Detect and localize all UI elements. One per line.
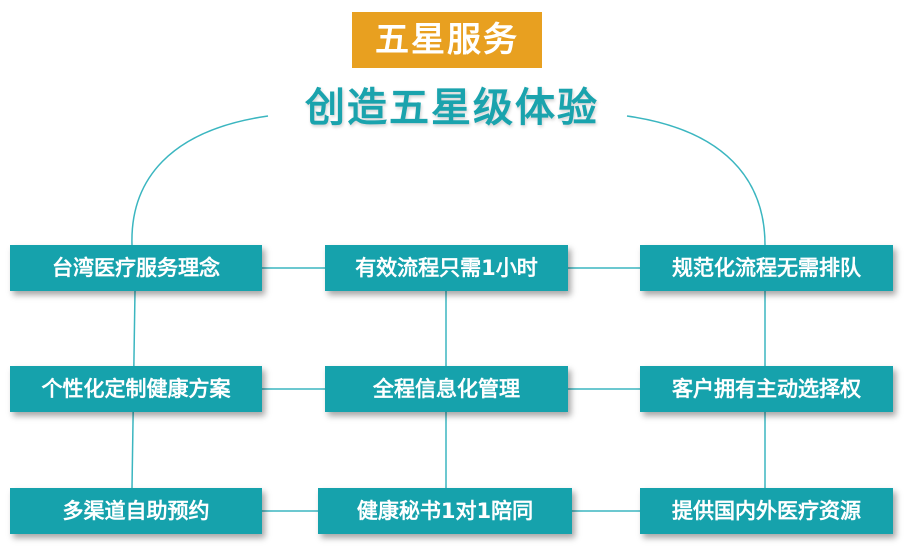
box-personalized-health-plan: 个性化定制健康方案	[10, 366, 262, 412]
box-taiwan-service-concept: 台湾医疗服务理念	[10, 245, 262, 291]
box-efficient-process: 有效流程只需1小时	[325, 245, 568, 291]
box-multichannel-booking: 多渠道自助预约	[10, 488, 262, 534]
left-arc	[131, 115, 269, 246]
box-health-secretary: 健康秘书1对1陪同	[318, 488, 572, 534]
box-standardized-no-queue: 规范化流程无需排队	[640, 245, 893, 291]
badge-title: 五星服务	[352, 12, 542, 68]
headline-title: 创造五星级体验	[305, 85, 599, 131]
box-customer-choice: 客户拥有主动选择权	[640, 366, 893, 412]
box-medical-resources: 提供国内外医疗资源	[640, 488, 893, 534]
right-arc	[626, 115, 766, 246]
box-full-informatization: 全程信息化管理	[325, 366, 568, 412]
